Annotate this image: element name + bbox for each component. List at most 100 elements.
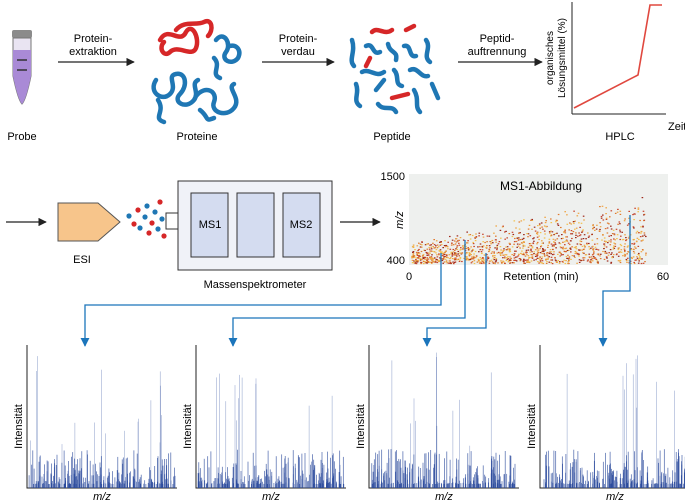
hplc-gradient-plot: organisches Lösungsmittel (%) Zeit [545, 2, 685, 133]
ms1-feature [449, 258, 451, 260]
ms1-feature [512, 233, 515, 236]
ms1-feature [543, 250, 545, 252]
ms1-feature [628, 262, 630, 264]
ms1-feature [541, 240, 543, 242]
ms1-feature [566, 236, 568, 238]
ms1-feature [564, 229, 566, 231]
ms1-feature [613, 238, 615, 240]
ms1-feature [524, 245, 526, 247]
ms1-feature [426, 261, 429, 263]
ms1-feature [515, 256, 517, 258]
ms1-feature [545, 220, 547, 222]
ms1-feature [424, 256, 426, 258]
ms1-feature [633, 243, 635, 245]
ms1-feature [486, 259, 488, 261]
ms1-feature [537, 225, 539, 227]
ms1-feature [574, 220, 576, 222]
ms1-feature [578, 261, 581, 263]
ms1-feature [565, 255, 568, 258]
sample-tube-icon [12, 30, 32, 105]
ms1-feature [456, 248, 459, 250]
ms1-feature [431, 260, 434, 262]
ms1-feature [522, 237, 525, 239]
ms1-feature [475, 236, 477, 239]
ms1-feature [430, 262, 433, 264]
ms1-feature [453, 240, 456, 242]
ms1-feature [424, 261, 426, 263]
ms1-feature [469, 253, 471, 255]
ms1-feature [596, 243, 599, 245]
ms1-feature [592, 245, 594, 247]
ms1-feature [486, 241, 488, 243]
ms1-feature [461, 252, 463, 254]
ms1-feature [509, 250, 512, 252]
ms1-feature [529, 245, 531, 247]
ms1-feature [627, 251, 629, 253]
ms1-feature [415, 263, 418, 265]
ms1-feature [444, 251, 446, 253]
ms1-feature [459, 257, 462, 259]
ms1-feature [636, 230, 639, 232]
ms1-feature [557, 224, 560, 226]
ms1-feature [617, 208, 619, 210]
ms1-feature [591, 239, 594, 241]
ms1-feature [575, 234, 577, 236]
ms1-feature [580, 222, 583, 224]
ms1-feature [588, 253, 590, 255]
ms1-feature [593, 250, 595, 253]
ms1-feature [524, 262, 526, 264]
ms1-feature [488, 262, 491, 264]
ms1-feature [567, 242, 570, 244]
ms1-feature [642, 210, 645, 212]
ms1-feature [465, 257, 467, 259]
ms1-feature [533, 240, 535, 242]
ms1-feature [530, 260, 533, 262]
ms1-feature [637, 245, 640, 247]
ms1-feature [432, 246, 434, 248]
ms1-feature [511, 246, 514, 248]
ms1-feature [455, 254, 458, 256]
ms1-feature [541, 252, 544, 255]
ms1-feature [624, 255, 626, 257]
ms1-feature [442, 262, 444, 264]
ms1-feature [624, 234, 626, 236]
ms1-feature [413, 256, 416, 258]
ms1-feature [499, 251, 502, 253]
ms1-feature [579, 240, 581, 242]
ms1-feature [645, 254, 647, 256]
ms1-feature [411, 257, 413, 259]
ms1-feature [483, 259, 485, 261]
ms1-feature [438, 254, 440, 256]
ms1-feature [502, 250, 504, 252]
ms1-feature [482, 236, 485, 238]
ms1-feature [580, 260, 582, 262]
ms1-feature [597, 253, 600, 255]
ms1-feature [445, 254, 448, 256]
ms1-feature [610, 225, 612, 227]
ms1-feature [522, 241, 525, 243]
ms1-feature [557, 260, 559, 262]
ms1-feature [423, 257, 425, 260]
ms1-feature [624, 254, 627, 256]
ms1-feature [546, 252, 548, 254]
ms1-feature [641, 197, 644, 199]
ms1-feature [632, 226, 635, 228]
ms1-feature [536, 257, 539, 259]
ms1-feature [522, 260, 525, 262]
ms1-feature [441, 252, 443, 254]
ms1-feature [491, 261, 494, 263]
ms1-feature [568, 260, 570, 262]
ms1-feature [471, 258, 473, 260]
ms1-feature [597, 261, 599, 263]
ms1-feature [628, 217, 630, 219]
ms1-feature [531, 256, 534, 258]
ms1-feature [536, 255, 538, 257]
ms1-feature [613, 247, 616, 249]
ms1-feature [495, 241, 497, 243]
ms1-feature [436, 247, 439, 249]
ms1-feature [570, 230, 573, 232]
ms1-feature [441, 255, 443, 257]
ms1-feature [522, 245, 525, 247]
ms1-feature [638, 238, 640, 241]
ms1-feature [518, 258, 521, 260]
